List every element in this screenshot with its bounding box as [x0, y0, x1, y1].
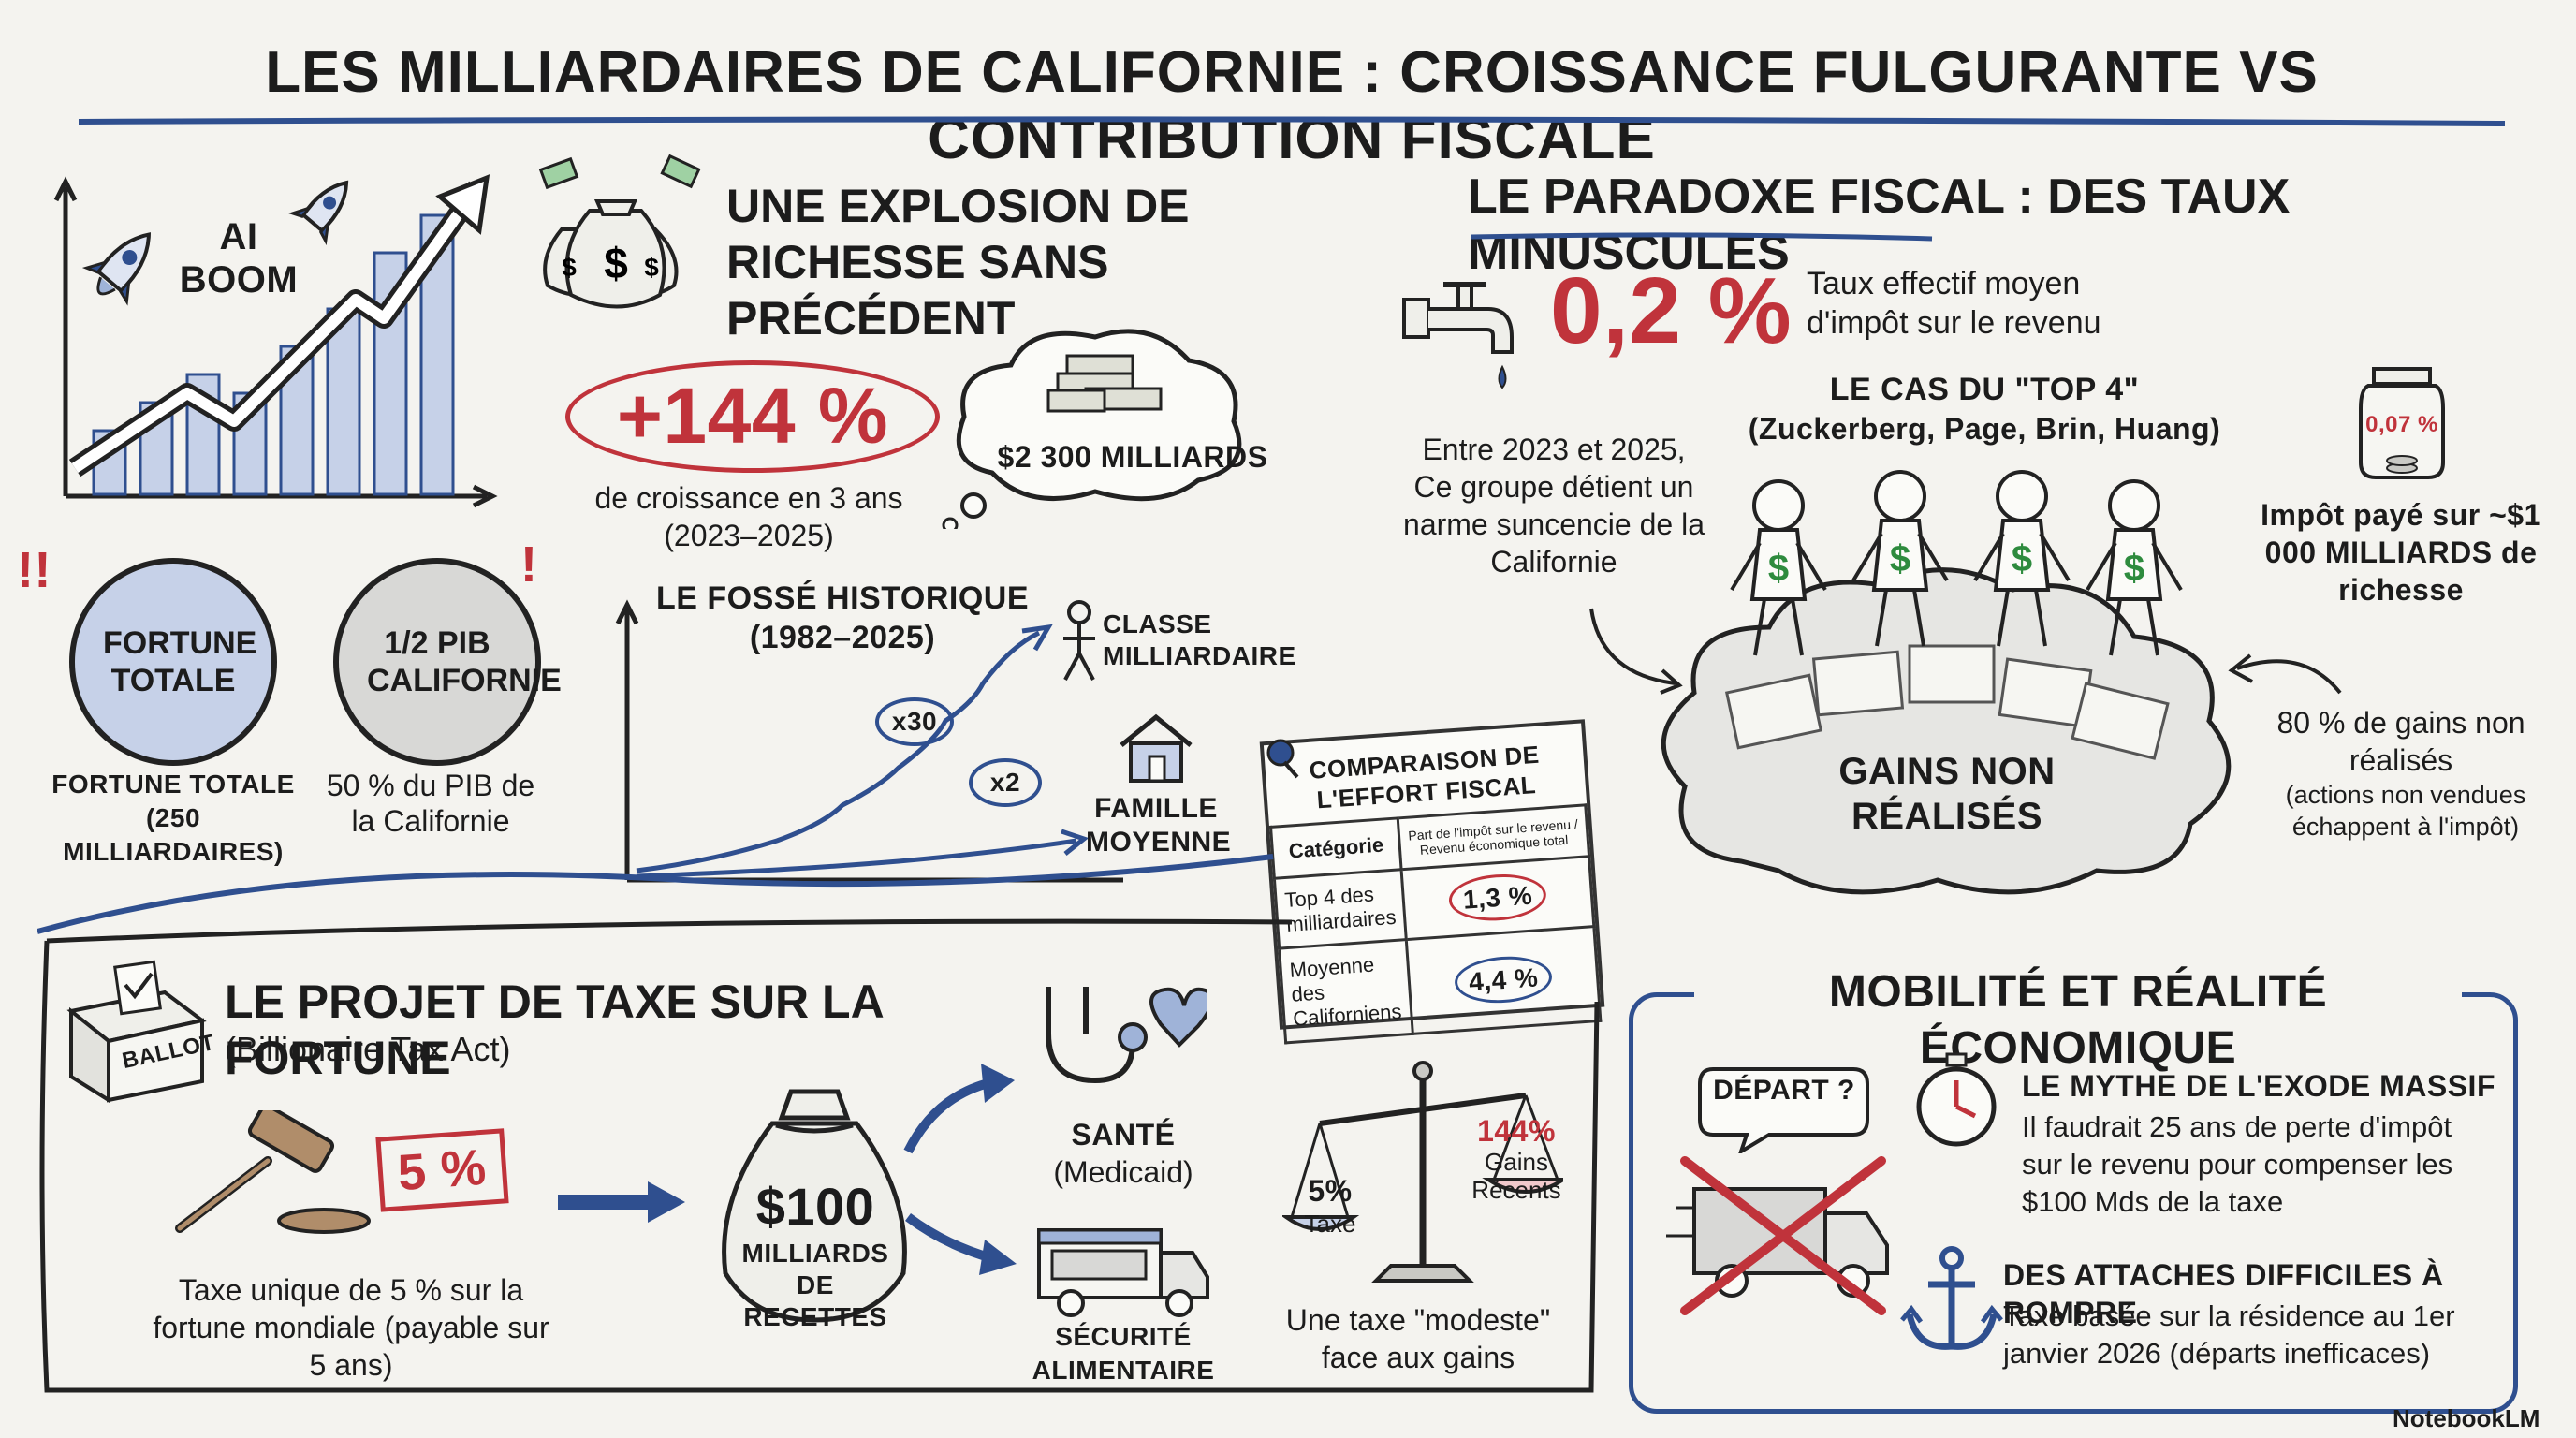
person-icon: [1063, 600, 1095, 681]
svg-text:$: $: [1768, 548, 1789, 589]
tax-rate-stamp: 5 %: [375, 1128, 509, 1212]
money-bags-icon: $ $ $: [538, 154, 701, 309]
svg-text:$: $: [2012, 538, 2032, 580]
half-gdp-label: 1/2 PIB CALIFORNIE: [367, 625, 562, 698]
rocket-icon: [81, 232, 151, 306]
billionaire-mult: x30: [875, 697, 954, 746]
title-underline: [78, 116, 2506, 126]
myth-title: LE MYTHE DE L'EXODE MASSIF: [2022, 1069, 2496, 1103]
tax-rate-caption: Taxe unique de 5 % sur la fortune mondia…: [153, 1273, 549, 1382]
tax-project-subtitle: (Billionaire Tax Act): [225, 1030, 511, 1068]
top4-names: (Zuckerberg, Page, Brin, Huang): [1748, 412, 2221, 446]
speech-bubble: [1698, 1067, 1869, 1153]
crossed-truck-icon: [1666, 1156, 1889, 1315]
gap-title: LE FOSSÉ HISTORIQUE (1982–2025): [655, 580, 1030, 655]
ai-boom-label: AI BOOM: [179, 216, 299, 301]
food-label: SÉCURITÉ ALIMENTAIRE: [1032, 1322, 1215, 1385]
gavel-icon: [175, 1110, 371, 1234]
exclamation-icon: !: [520, 536, 538, 593]
jar-rate: 0,07 %: [2365, 412, 2438, 437]
paradox-period-text: Entre 2023 et 2025, Ce groupe détient un…: [1403, 433, 1705, 579]
page-title: LES MILLIARDAIRES DE CALIFORNIE : CROISS…: [265, 40, 2319, 171]
food-truck-icon: [1037, 1228, 1209, 1317]
watermark: NotebookLM: [2393, 1404, 2540, 1432]
total-fortune-caption: FORTUNE TOTALE (250 MILLIARDAIRES): [51, 770, 295, 866]
arrow-right-icon: [558, 1181, 685, 1223]
arrow-to-cloud-left: [1589, 608, 1683, 695]
unrealized-note: (actions non vendues échappent à l'impôt…: [2285, 781, 2526, 841]
exclamation-icon: !!: [17, 542, 51, 598]
departure-bubble: DÉPART ?: [1713, 1075, 1855, 1106]
paradox-underline: [1471, 232, 1933, 242]
ties-title: DES ATTACHES DIFFICILES À ROMPRE: [2003, 1258, 2444, 1329]
unrealized-gains-cloud: $ $ $ $: [1661, 470, 2232, 895]
total-fortune-circle: FORTUNE TOTALE: [69, 558, 277, 766]
house-icon: [1120, 713, 1193, 783]
arrow-to-cloud-right: [2228, 653, 2342, 695]
comparison-header: Catégorie: [1270, 817, 1402, 879]
growth-caption: de croissance en 3 ans (2023–2025): [594, 481, 903, 552]
thought-cloud: [942, 329, 1242, 529]
billionaire-label: CLASSE MILLIARDAIRE: [1103, 609, 1296, 670]
unrealized-text: 80 % de gains non réalisés: [2276, 706, 2525, 777]
section-divider: [37, 854, 1274, 934]
health-label: SANTÉ: [1071, 1118, 1176, 1152]
total-fortune-label: FORTUNE TOTALE: [103, 625, 257, 698]
svg-text:$: $: [604, 239, 628, 287]
scale-right-bottom: Gains Récents: [1471, 1148, 1561, 1204]
ballot-box-icon: [66, 960, 207, 1104]
health-sub: (Medicaid): [1053, 1155, 1193, 1189]
rocket-icon: [287, 180, 349, 246]
cloud-label: GAINS NON RÉALISÉS: [1838, 751, 2056, 837]
top4-title: LE CAS DU "TOP 4": [1829, 372, 2140, 407]
faucet-icon: [1402, 282, 1514, 389]
scale-caption: Une taxe "modeste" face aux gains: [1285, 1303, 1551, 1374]
pushpin-icon: [1266, 739, 1299, 779]
revenue-amount: $100: [755, 1177, 875, 1236]
family-mult: x2: [969, 758, 1042, 807]
jar-caption: Impôt payé sur ~$1 000 MILLIARDS de rich…: [2261, 498, 2541, 607]
balance-scale-icon: [1282, 1061, 1563, 1283]
tax-project-frame: [39, 918, 1600, 1393]
ties-text: Taxe basée sur la résidence au 1er janvi…: [2003, 1299, 2455, 1370]
svg-text:$: $: [1890, 538, 1910, 580]
tax-project-title: LE PROJET DE TAXE SUR LA FORTUNE: [225, 976, 883, 1084]
paradox-rate-caption: Taux effectif moyen d'impôt sur le reven…: [1807, 266, 2101, 341]
stethoscope-heart-icon: [1046, 987, 1208, 1084]
family-label: FAMILLE MOYENNE: [1086, 793, 1232, 858]
arrow-down-right-icon: [905, 1212, 1017, 1275]
mobility-title: MOBILITÉ ET RÉALITÉ ÉCONOMIQUE: [1694, 964, 2462, 1077]
half-gdp-circle: 1/2 PIB CALIFORNIE: [333, 558, 562, 766]
stopwatch-icon: [1916, 1052, 1997, 1147]
revenue-caption: MILLIARDS DE RECETTES: [741, 1239, 889, 1331]
explosion-title: UNE EXPLOSION DE RICHESSE SANS PRÉCÉDENT: [726, 180, 1190, 345]
arrow-up-right-icon: [903, 1064, 1015, 1154]
ai-boom-chart: [53, 174, 498, 508]
paradox-rate: 0,2 %: [1550, 258, 1793, 363]
growth-value: +144 %: [616, 372, 889, 460]
svg-text:$: $: [2124, 548, 2144, 589]
anchor-icon: [1900, 1246, 2003, 1350]
jar-icon: [2359, 367, 2445, 479]
myth-text: Il faudrait 25 ans de perte d'impôt sur …: [2022, 1110, 2453, 1218]
half-gdp-caption: 50 % du PIB de la Californie: [326, 769, 535, 838]
svg-text:$: $: [644, 253, 659, 282]
scale-left-top: 5%: [1308, 1174, 1353, 1208]
scale-right-top: 144%: [1477, 1114, 1556, 1148]
scale-left-bottom: Taxe: [1304, 1210, 1356, 1238]
money-bag-icon: [722, 1089, 907, 1323]
svg-text:$: $: [562, 253, 577, 282]
growth-pill: +144 %: [565, 360, 940, 473]
cloud-amount: $2 300 MILLIARDS: [997, 440, 1268, 474]
